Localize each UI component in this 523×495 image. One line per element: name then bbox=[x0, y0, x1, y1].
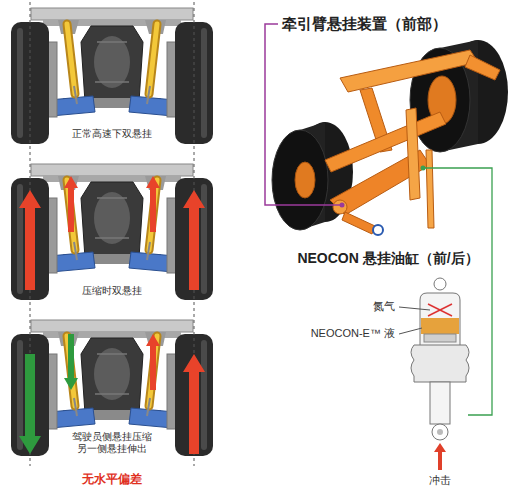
cylinder-section bbox=[411, 278, 469, 470]
panel-caption: 压缩时双悬挂 bbox=[78, 284, 146, 298]
panel-caption: 正常高速下双悬挂 bbox=[68, 127, 156, 141]
result-note: 无水平偏差 bbox=[82, 472, 142, 486]
axle-panel bbox=[11, 164, 213, 300]
leader-line bbox=[265, 24, 340, 205]
part-label: 氮气 bbox=[373, 300, 395, 313]
axle-panel bbox=[11, 320, 213, 456]
part-label: NEOCON-E™ 液 bbox=[311, 327, 395, 340]
part-title: NEOCON 悬挂油缸（前/后） bbox=[297, 250, 478, 267]
force-arrows bbox=[19, 176, 205, 290]
leader-dot bbox=[421, 166, 426, 171]
leader-line bbox=[399, 328, 422, 334]
part-label: 冲击 bbox=[429, 474, 451, 487]
leader-line bbox=[399, 307, 430, 310]
part-title: 牵引臂悬挂装置（前部） bbox=[282, 15, 447, 33]
panel-caption: 驾驶员侧悬挂压缩 另一侧悬挂伸出 bbox=[66, 430, 158, 456]
axle-panel bbox=[11, 8, 213, 144]
leader-dot bbox=[340, 203, 345, 208]
